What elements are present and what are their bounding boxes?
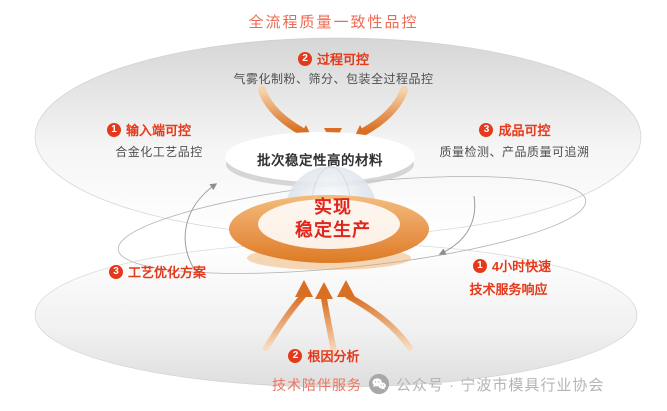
item-process-optimization: 3 工艺优化方案 bbox=[95, 262, 220, 281]
core-goal-line2: 稳定生产 bbox=[295, 220, 371, 240]
item-process-control-desc: 气雾化制粉、筛分、包装全过程品控 bbox=[233, 72, 434, 86]
wechat-icon bbox=[368, 373, 390, 395]
item-process-control: 2 过程可控 bbox=[0, 49, 667, 68]
page-title: 全流程质量一致性品控 bbox=[248, 14, 419, 31]
item-process-control-label: 过程可控 bbox=[316, 52, 369, 67]
rotate-arrow-right-icon bbox=[438, 195, 476, 255]
item-input-control: 1 输入端可控 bbox=[84, 120, 214, 139]
item-fast-response-label2: 技术服务响应 bbox=[469, 282, 548, 297]
item-input-control-label: 输入端可控 bbox=[125, 123, 191, 138]
badge-3b: 3 bbox=[108, 264, 123, 279]
item-fast-response: 1 4小时快速 bbox=[452, 256, 572, 275]
item-process-optimization-label: 工艺优化方案 bbox=[127, 265, 206, 280]
badge-1: 1 bbox=[106, 122, 121, 137]
result-capsule bbox=[225, 132, 415, 187]
core-ring bbox=[229, 195, 429, 270]
rotate-arrow-left-icon bbox=[184, 183, 218, 273]
core-goal-line1: 实现 bbox=[314, 197, 352, 217]
badge-1b: 1 bbox=[472, 258, 487, 273]
badge-2: 2 bbox=[297, 51, 312, 66]
watermark-text: 公众号 · 宁波市模具行业协会 bbox=[396, 376, 605, 394]
watermark: 公众号 · 宁波市模具行业协会 bbox=[368, 373, 604, 395]
badge-2b: 2 bbox=[288, 348, 303, 363]
bottom-caption: 技术陪伴服务 bbox=[272, 377, 362, 393]
core-goal: 实现 稳定生产 bbox=[258, 196, 408, 242]
fan-up-arrows-icon bbox=[263, 280, 413, 355]
item-root-cause-label: 根因分析 bbox=[307, 349, 360, 364]
item-root-cause: 2 根因分析 bbox=[264, 346, 384, 365]
result-capsule-label: 批次稳定性高的材料 bbox=[257, 153, 383, 168]
item-finished-control: 3 成品可控 bbox=[450, 120, 580, 139]
item-finished-control-desc: 质量检测、产品质量可追溯 bbox=[439, 145, 590, 159]
badge-3: 3 bbox=[479, 122, 494, 137]
item-input-control-desc: 合金化工艺品控 bbox=[115, 145, 203, 159]
item-fast-response-label: 4小时快速 bbox=[491, 259, 552, 274]
item-finished-control-label: 成品可控 bbox=[498, 123, 551, 138]
